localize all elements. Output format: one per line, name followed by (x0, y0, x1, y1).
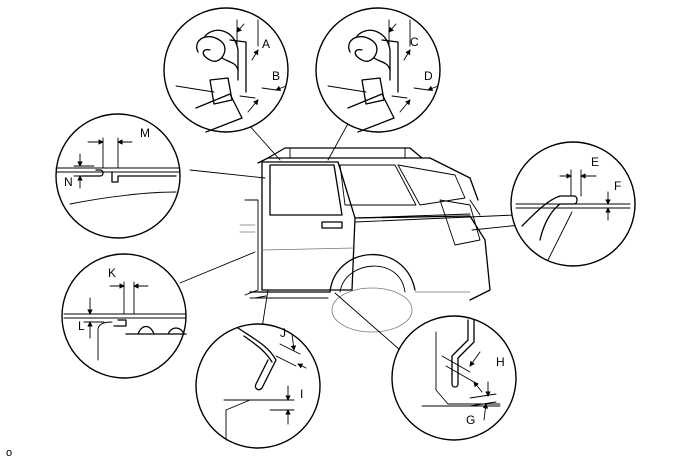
detail-circle-a-b: A B (163, 7, 289, 133)
label-l: L (78, 319, 85, 333)
label-d: D (424, 69, 433, 83)
leader-lines (179, 114, 521, 351)
detail-circle-e-f: E F (510, 141, 636, 267)
detail-circle-c-d: C D (315, 7, 441, 133)
label-g: G (466, 413, 475, 427)
label-i: I (300, 387, 303, 401)
detail-circle-i-j: J I (195, 323, 321, 449)
label-k: K (108, 266, 116, 280)
detail-circle-g-h: H G (391, 315, 517, 441)
label-j: J (280, 326, 286, 340)
label-n: N (64, 175, 73, 189)
vehicle-illustration (239, 147, 491, 333)
label-c: C (410, 35, 419, 49)
label-f: F (614, 179, 621, 193)
label-h: H (496, 355, 505, 369)
corner-mark: o (6, 447, 13, 459)
label-a: A (262, 37, 270, 51)
label-e: E (591, 155, 599, 169)
detail-circle-m-n: M N (55, 113, 181, 239)
detail-circle-k-l: K L (61, 253, 187, 379)
label-m: M (140, 126, 150, 140)
label-b: B (272, 69, 280, 83)
